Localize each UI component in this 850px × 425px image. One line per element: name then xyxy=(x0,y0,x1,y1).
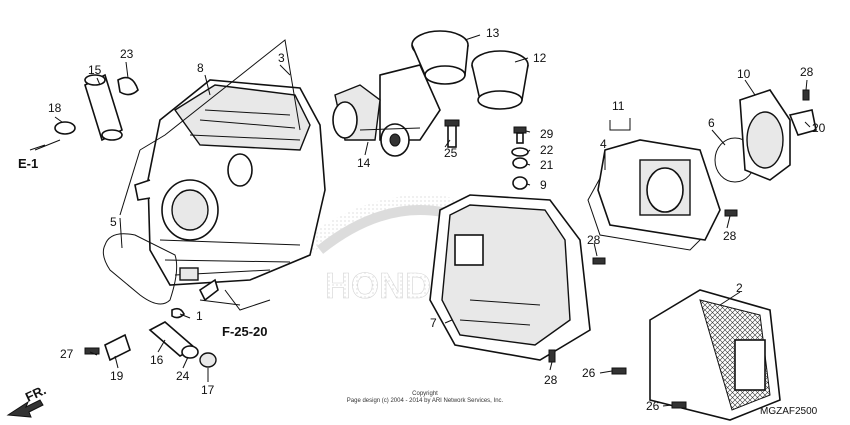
part-11-frame xyxy=(597,139,721,241)
part-28-bolt-c xyxy=(724,209,738,217)
part-20-bracket xyxy=(788,109,817,136)
callout-5: 5 xyxy=(110,215,117,229)
callout-28-d: 28 xyxy=(544,373,558,387)
part-23-clamp xyxy=(117,76,139,96)
callout-28-a: 28 xyxy=(800,65,814,79)
part-7-housing xyxy=(429,194,591,361)
diagram-code: MGZAF2500 xyxy=(760,406,818,417)
part-12-funnel xyxy=(471,50,529,110)
part-1-clip xyxy=(171,307,185,319)
callout-26-a: 26 xyxy=(582,366,596,380)
callout-3: 3 xyxy=(278,51,285,65)
ref-front: FR. xyxy=(23,382,48,404)
part-17-plug xyxy=(199,352,217,368)
callout-25: 25 xyxy=(444,146,458,160)
part-5-gasket xyxy=(102,233,178,305)
callout-12: 12 xyxy=(533,51,547,65)
callout-28-c: 28 xyxy=(723,229,737,243)
callout-21: 21 xyxy=(540,158,554,172)
part-28-bolt-b xyxy=(592,257,606,265)
copyright-text: Page design (c) 2004 - 2014 by ARI Netwo… xyxy=(347,398,504,404)
part-10-cover xyxy=(739,89,791,181)
callout-23: 23 xyxy=(120,47,134,61)
part-25-bolt xyxy=(444,119,460,148)
callout-20: 20 xyxy=(812,121,826,135)
callout-8: 8 xyxy=(197,61,204,75)
part-28-bolt-a xyxy=(802,89,810,101)
part-28-bolt-d xyxy=(548,349,556,363)
callout-26-b: 26 xyxy=(646,399,660,413)
callout-6: 6 xyxy=(708,116,715,130)
callout-14: 14 xyxy=(357,156,371,170)
copyright-title: Copyright xyxy=(412,391,438,397)
callout-7: 7 xyxy=(430,316,437,330)
callout-16: 16 xyxy=(150,353,164,367)
callout-labels: 18 15 23 8 3 5 1 27 19 16 24 17 14 13 12… xyxy=(48,26,826,413)
callout-29: 29 xyxy=(540,127,554,141)
part-19-bracket xyxy=(104,333,131,362)
callout-22: 22 xyxy=(540,143,554,157)
part-2-element xyxy=(649,289,781,421)
leader-lines xyxy=(29,34,811,407)
callout-17: 17 xyxy=(201,383,215,397)
callout-10: 10 xyxy=(737,67,751,81)
part-18-clip xyxy=(54,121,76,135)
callout-15: 15 xyxy=(88,63,102,77)
part-15-tube xyxy=(84,73,123,142)
part-8-case xyxy=(134,79,326,302)
callout-2: 2 xyxy=(736,281,743,295)
part-21-grommet xyxy=(512,157,528,169)
callout-1: 1 xyxy=(196,309,203,323)
callout-27: 27 xyxy=(60,347,74,361)
part-13-funnel xyxy=(411,30,469,85)
part-9-nut xyxy=(512,176,528,190)
front-arrow-icon xyxy=(6,399,44,418)
part-26-bolt-b xyxy=(671,401,687,409)
callout-4: 4 xyxy=(600,137,607,151)
part-26-bolt-a xyxy=(611,367,627,375)
part-27-bolt xyxy=(84,347,100,355)
part-24-clip xyxy=(181,345,199,359)
callout-13: 13 xyxy=(486,26,500,40)
part-29-bolt xyxy=(513,126,527,144)
callout-18: 18 xyxy=(48,101,62,115)
callout-9: 9 xyxy=(540,178,547,192)
callout-24: 24 xyxy=(176,369,190,383)
callout-11: 11 xyxy=(612,99,625,113)
part-22-washer xyxy=(511,147,529,157)
part-14-sensor-assembly xyxy=(332,64,441,157)
callout-28-b: 28 xyxy=(587,233,601,247)
callout-19: 19 xyxy=(110,369,124,383)
ref-f-25-20: F-25-20 xyxy=(222,324,268,339)
ref-e1: E-1 xyxy=(18,156,38,171)
